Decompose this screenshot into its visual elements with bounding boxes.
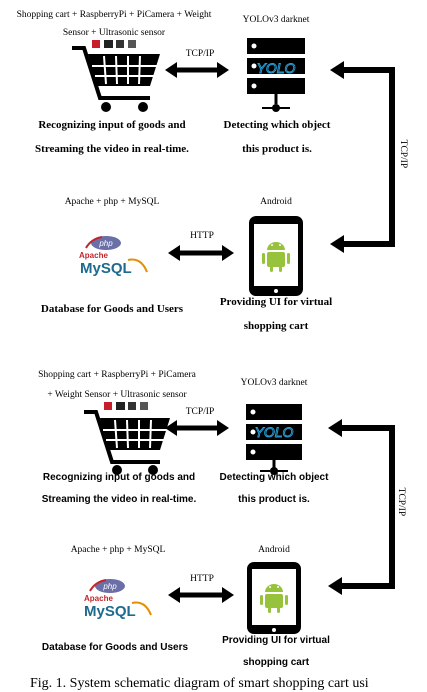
android-caption: Android xyxy=(260,197,292,207)
server-icon xyxy=(246,404,302,475)
server-icon xyxy=(247,38,305,112)
cart-server-arrow xyxy=(165,420,229,436)
cart-arrow-label: TCP/IP xyxy=(185,49,215,59)
cart-description: Recognizing input of goods and Streaming… xyxy=(35,119,189,156)
db-android-arrow xyxy=(168,587,234,603)
cart-caption: Shopping cart + RaspberryPi + PiCamera +… xyxy=(16,10,212,39)
db-arrow-label: HTTP xyxy=(190,574,214,584)
php-logo-text: php xyxy=(98,239,113,248)
server-description: Detecting which object this product is. xyxy=(219,472,329,505)
diagram-panel-bottom: YOLO php Apache MySQL xyxy=(0,354,427,670)
php-mysql-logo: php Apache MySQL xyxy=(79,236,148,277)
android-description: Providing UI for virtual shopping cart xyxy=(219,296,333,333)
figure-caption: Fig. 1. System schematic diagram of smar… xyxy=(30,676,369,691)
db-caption: Apache + php + MySQL xyxy=(64,197,160,207)
server-android-connector xyxy=(330,61,395,253)
diagram-graphics-top: YOLO php Apache MySQL xyxy=(72,38,395,296)
server-description: Detecting which object this product is. xyxy=(223,119,331,156)
shopping-cart-icon xyxy=(72,40,160,112)
server-android-connector xyxy=(328,419,395,595)
php-logo-text: php xyxy=(102,582,117,591)
android-phone-icon xyxy=(247,562,301,634)
server-arrow-label: TCP/IP xyxy=(397,139,408,169)
yolo-logo-text: YOLO xyxy=(257,60,296,76)
db-arrow-label: HTTP xyxy=(190,231,214,241)
db-description: Database for Goods and Users xyxy=(40,303,184,315)
db-caption: Apache + php + MySQL xyxy=(70,545,166,555)
cart-description: Recognizing input of goods and Streaming… xyxy=(41,472,197,505)
server-arrow-label: TCP/IP xyxy=(395,487,406,517)
android-phone-icon xyxy=(249,216,303,296)
yolo-caption: YOLOv3 darknet xyxy=(240,378,308,388)
cart-server-arrow xyxy=(165,62,229,78)
php-mysql-logo: php Apache MySQL xyxy=(84,579,152,620)
yolo-logo-text: YOLO xyxy=(255,424,294,440)
mysql-logo-text: MySQL xyxy=(84,603,136,620)
db-description: Database for Goods and Users xyxy=(41,642,189,653)
yolo-caption: YOLOv3 darknet xyxy=(242,15,310,25)
db-android-arrow xyxy=(168,245,234,261)
cart-arrow-label: TCP/IP xyxy=(185,407,215,417)
apache-logo-text: Apache xyxy=(84,594,113,603)
android-caption: Android xyxy=(258,545,290,555)
shopping-cart-icon xyxy=(84,402,170,475)
mysql-logo-text: MySQL xyxy=(80,260,132,277)
diagram-panel-top: YOLO php Apache MySQL xyxy=(0,0,427,344)
cart-caption: Shopping cart + RaspberryPi + PiCamera +… xyxy=(38,370,196,400)
apache-logo-text: Apache xyxy=(79,251,108,260)
android-description: Providing UI for virtual shopping cart xyxy=(222,635,330,668)
diagram-graphics-bottom: YOLO php Apache MySQL xyxy=(84,402,395,634)
